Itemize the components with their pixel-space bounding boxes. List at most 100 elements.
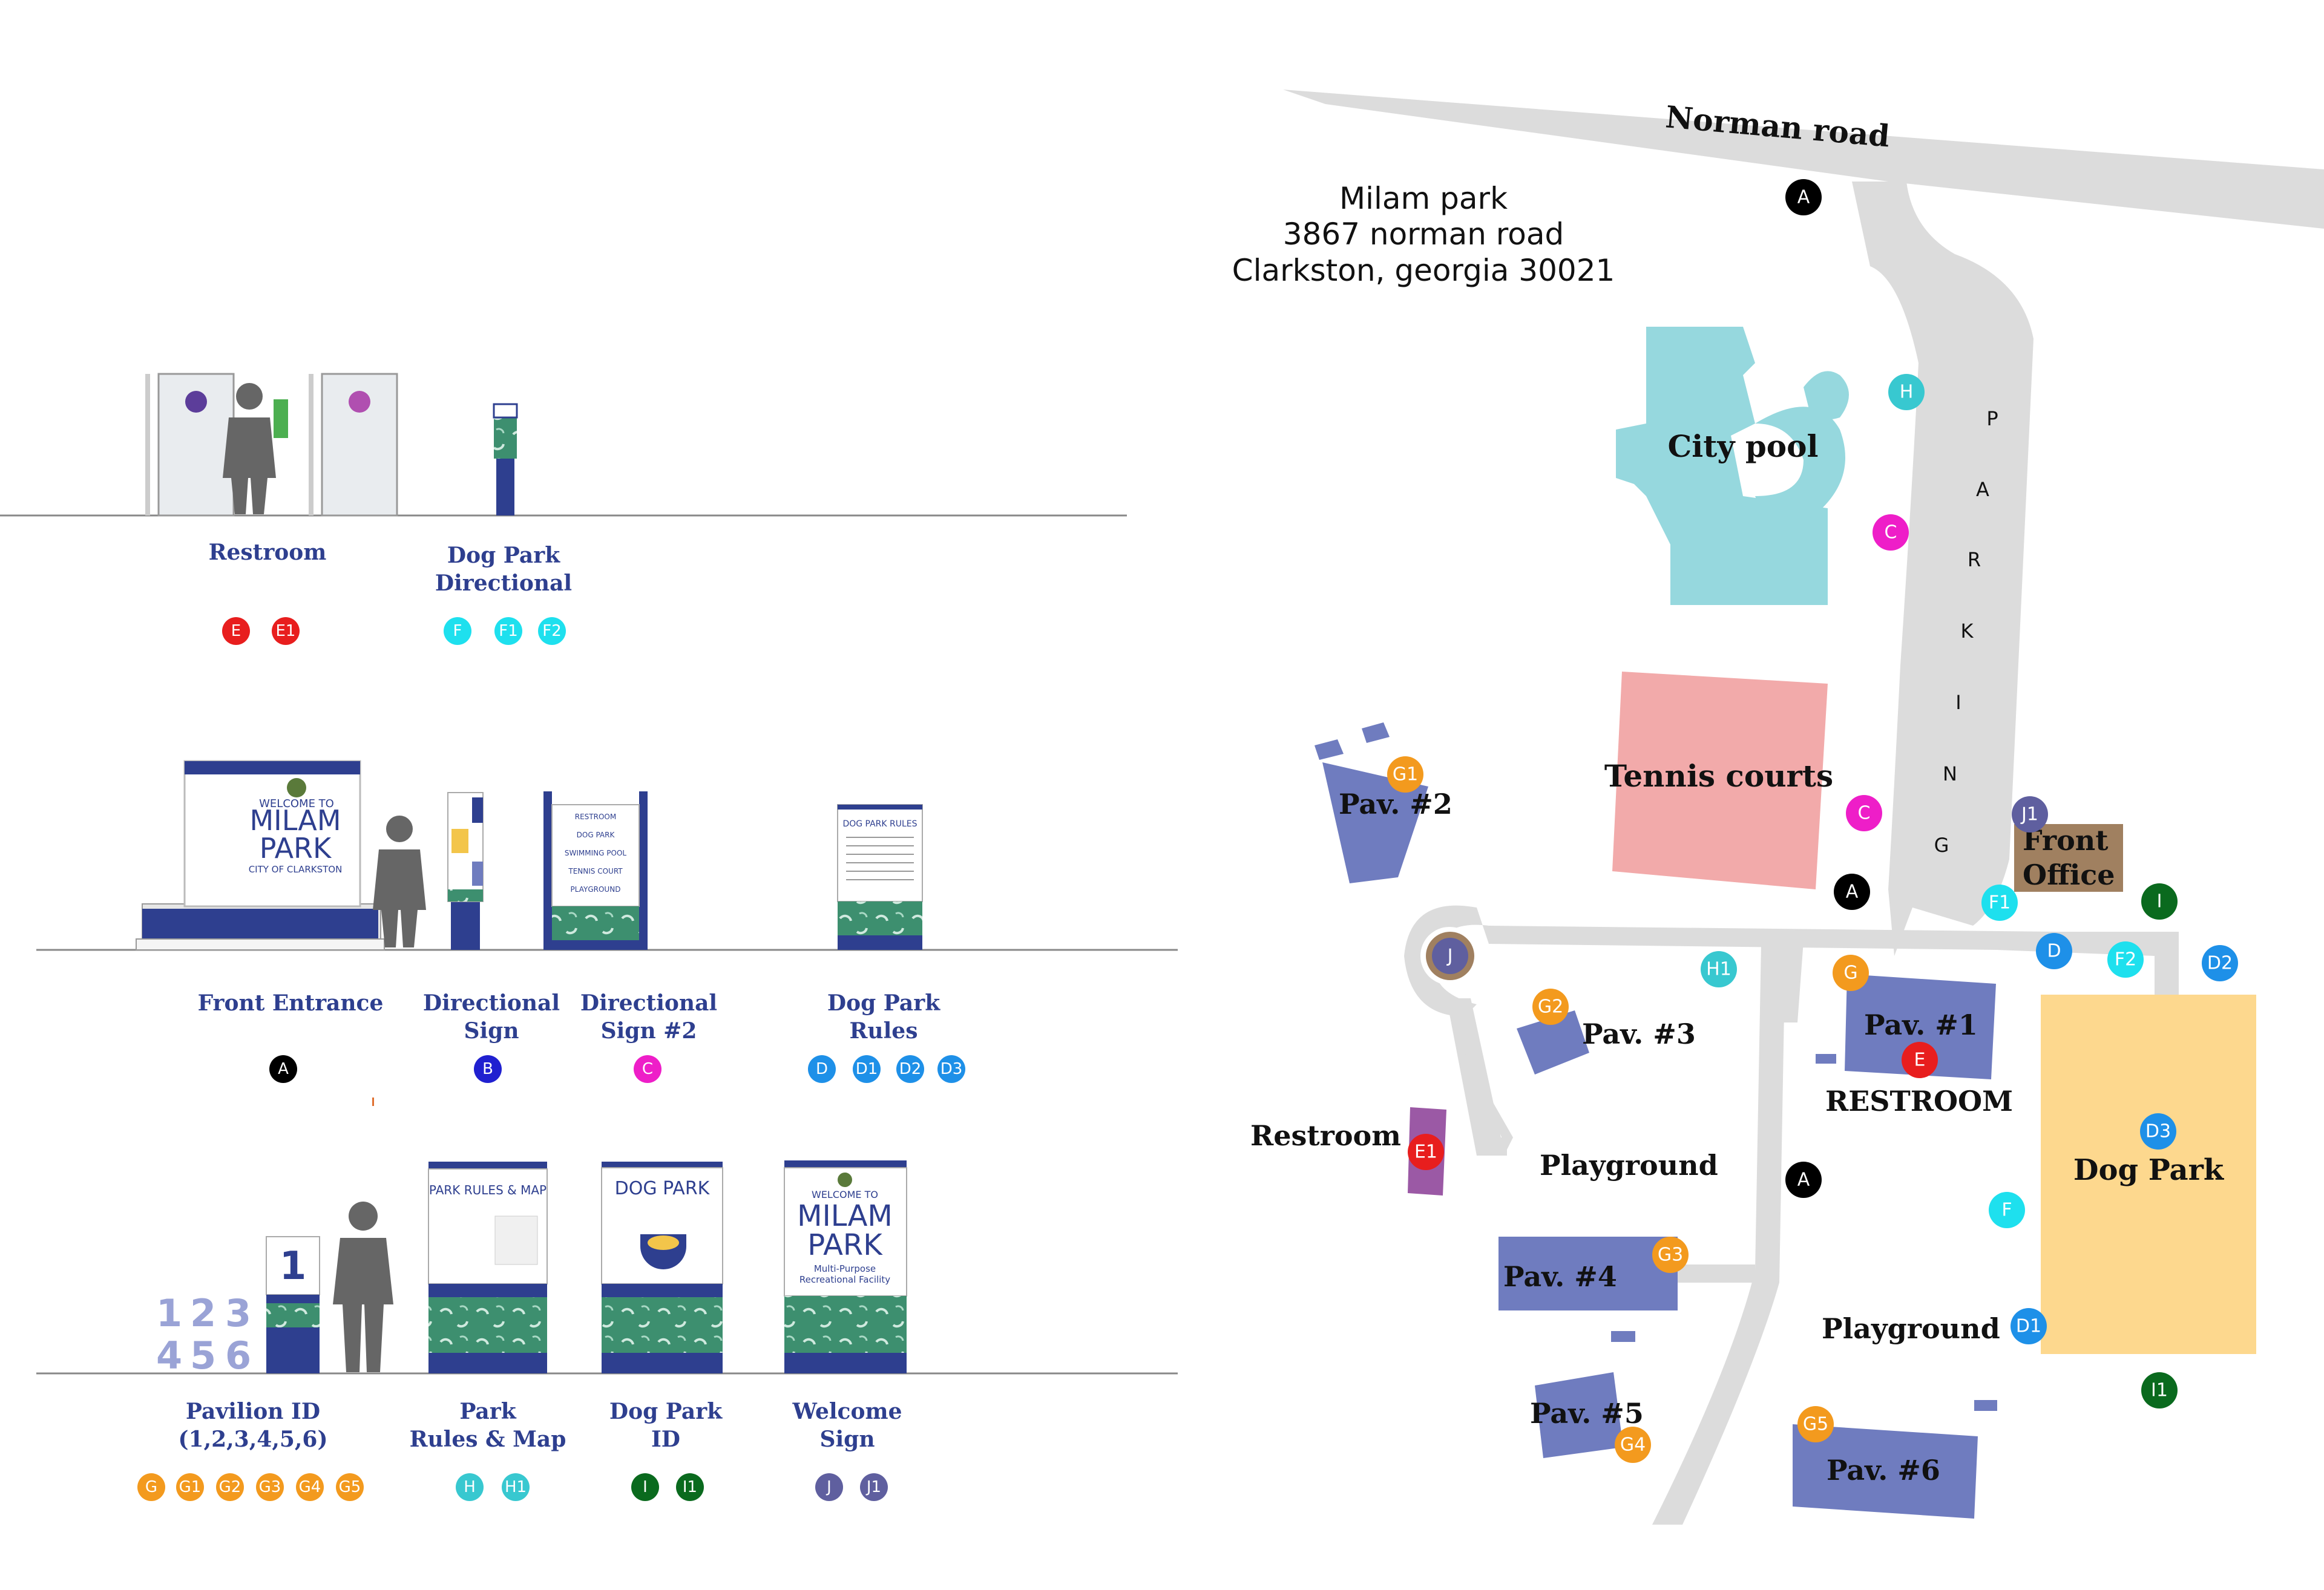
- welcome-sign-illustration: WELCOME TO MILAM PARK Multi-Purpose Recr…: [784, 1160, 907, 1373]
- svg-text:D: D: [816, 1060, 828, 1078]
- pavilion-digit: 1: [156, 1291, 182, 1335]
- front-entrance-illustration: WELCOME TO MILAM PARK CITY OF CLARKSTON: [136, 760, 426, 950]
- svg-text:D1: D1: [856, 1060, 878, 1078]
- pavilion-id-illustration: 1 2 3 4 5 6 1: [156, 1202, 393, 1378]
- entrance-name2-text: PARK: [260, 832, 332, 865]
- map-marker-a: A: [1834, 874, 1870, 910]
- svg-text:E1: E1: [1414, 1142, 1437, 1163]
- pavilion-digit: 2: [190, 1291, 216, 1335]
- parking-letter: G: [1934, 834, 1949, 857]
- legend-label-directional-sign-2: Sign #2: [601, 1018, 697, 1044]
- sign-elevations: WELCOME TO MILAM PARK CITY OF CLARKSTON: [0, 373, 1178, 1378]
- map-marker-a: A: [1785, 179, 1822, 215]
- svg-text:G3: G3: [259, 1478, 281, 1496]
- legend-badge: I: [631, 1473, 659, 1501]
- path-south: [1652, 944, 1785, 1525]
- legend-badge: H: [456, 1473, 484, 1501]
- legend-badge: D: [808, 1055, 836, 1083]
- directional-item: PLAYGROUND: [571, 885, 621, 894]
- front-office: [2014, 824, 2123, 892]
- address-line-1: Milam park: [1339, 181, 1508, 216]
- svg-text:G5: G5: [339, 1478, 361, 1496]
- svg-text:I1: I1: [683, 1478, 697, 1496]
- directional-sign-illustration: [447, 792, 484, 950]
- legend-badge: G3: [256, 1473, 284, 1501]
- legend-badge: F2: [538, 617, 566, 645]
- pavilion-4: [1498, 1237, 1678, 1310]
- legend-badge: D2: [896, 1055, 924, 1083]
- directional-items-list: RESTROOM DOG PARK SWIMMING POOL TENNIS C…: [565, 813, 626, 894]
- map-marker-f: F: [1989, 1192, 2025, 1228]
- pav2-label: Pav. #2: [1339, 788, 1452, 820]
- svg-text:A: A: [1797, 1170, 1810, 1191]
- park-rules-map-illustration: PARK RULES & MAP: [428, 1162, 548, 1373]
- map-marker-c: C: [1846, 795, 1882, 831]
- pavilion-digit: 4: [156, 1333, 182, 1378]
- legend-label-park-rules-map: Rules & Map: [410, 1427, 566, 1452]
- svg-text:A: A: [278, 1060, 289, 1078]
- welcome-name1-text: MILAM: [797, 1199, 893, 1233]
- park-address: Milam park 3867 norman road Clarkston, g…: [1232, 181, 1615, 288]
- legend-label-directional-sign: Directional: [423, 990, 560, 1016]
- legend-label-welcome-sign: Sign: [819, 1427, 875, 1452]
- directional-item: RESTROOM: [575, 813, 616, 821]
- pav4-label: Pav. #4: [1503, 1260, 1617, 1293]
- map-marker-g3: G3: [1652, 1237, 1689, 1273]
- pavilion-digit: 3: [225, 1291, 251, 1335]
- svg-text:E: E: [1914, 1050, 1926, 1071]
- svg-text:G: G: [1843, 963, 1857, 984]
- parking-letter: P: [1986, 407, 1998, 430]
- men-restroom-icon: [185, 391, 207, 413]
- svg-text:H: H: [1900, 382, 1914, 403]
- map-marker-g: G: [1833, 955, 1869, 991]
- legend-badge: G2: [216, 1473, 244, 1501]
- legend-label-directional-sign: Sign: [464, 1018, 519, 1044]
- svg-text:C: C: [1885, 522, 1897, 543]
- dog-park-label: Dog Park: [2073, 1153, 2225, 1187]
- legend-badge: G: [137, 1473, 165, 1501]
- dog-park-id-illustration: DOG PARK: [601, 1162, 723, 1373]
- svg-text:I: I: [2157, 891, 2162, 912]
- svg-text:A: A: [1846, 882, 1859, 903]
- pavilion-3: [1517, 1010, 1589, 1075]
- pavilion-1: [1845, 974, 1996, 1079]
- svg-text:F1: F1: [499, 622, 518, 640]
- pavilion-6: [1793, 1424, 1978, 1519]
- svg-text:A: A: [1797, 187, 1810, 208]
- svg-text:D: D: [2047, 941, 2061, 962]
- map-marker-j: J: [1432, 938, 1468, 974]
- pavilion-sign-digit: 1: [280, 1244, 307, 1289]
- svg-text:G2: G2: [1538, 996, 1563, 1018]
- pavilion-5: [1535, 1372, 1623, 1458]
- tennis-courts: [1612, 672, 1828, 889]
- welcome-sub1-text: Multi-Purpose: [814, 1263, 876, 1274]
- svg-text:F2: F2: [2115, 949, 2136, 970]
- restroom-west-label: Restroom: [1250, 1119, 1401, 1152]
- welcome-name2-text: PARK: [807, 1228, 883, 1262]
- svg-text:G3: G3: [1658, 1245, 1683, 1266]
- pav6-label: Pav. #6: [1827, 1454, 1940, 1487]
- svg-text:G4: G4: [1620, 1435, 1646, 1456]
- directional-item: SWIMMING POOL: [565, 849, 626, 857]
- main-road: [1404, 905, 2179, 1016]
- entrance-welcome-text: WELCOME TO: [259, 797, 334, 810]
- address-line-3: Clarkston, georgia 30021: [1232, 253, 1615, 288]
- pav3-label: Pav. #3: [1582, 1018, 1696, 1050]
- svg-text:G: G: [145, 1478, 157, 1496]
- svg-text:J: J: [826, 1478, 832, 1496]
- city-pool-building: [1616, 327, 1828, 605]
- map-marker-i: I: [2141, 883, 2178, 920]
- map-marker-c: C: [1873, 514, 1909, 551]
- legend-badge: D3: [937, 1055, 965, 1083]
- map-marker-g4: G4: [1615, 1427, 1651, 1463]
- legend-label-dog-park-directional: Dog Park: [447, 543, 560, 568]
- svg-text:G2: G2: [219, 1478, 241, 1496]
- front-office-label-2: Office: [2023, 859, 2115, 891]
- legend-label-dog-park-rules: Rules: [850, 1018, 918, 1044]
- svg-text:G1: G1: [1393, 764, 1418, 785]
- city-pool-label: City pool: [1668, 428, 1819, 464]
- svg-text:D1: D1: [2016, 1316, 2041, 1337]
- person-silhouette-icon: [223, 383, 276, 514]
- legend-label-pavilion-id: Pavilion ID: [186, 1399, 320, 1424]
- legend-badge: G4: [296, 1473, 324, 1501]
